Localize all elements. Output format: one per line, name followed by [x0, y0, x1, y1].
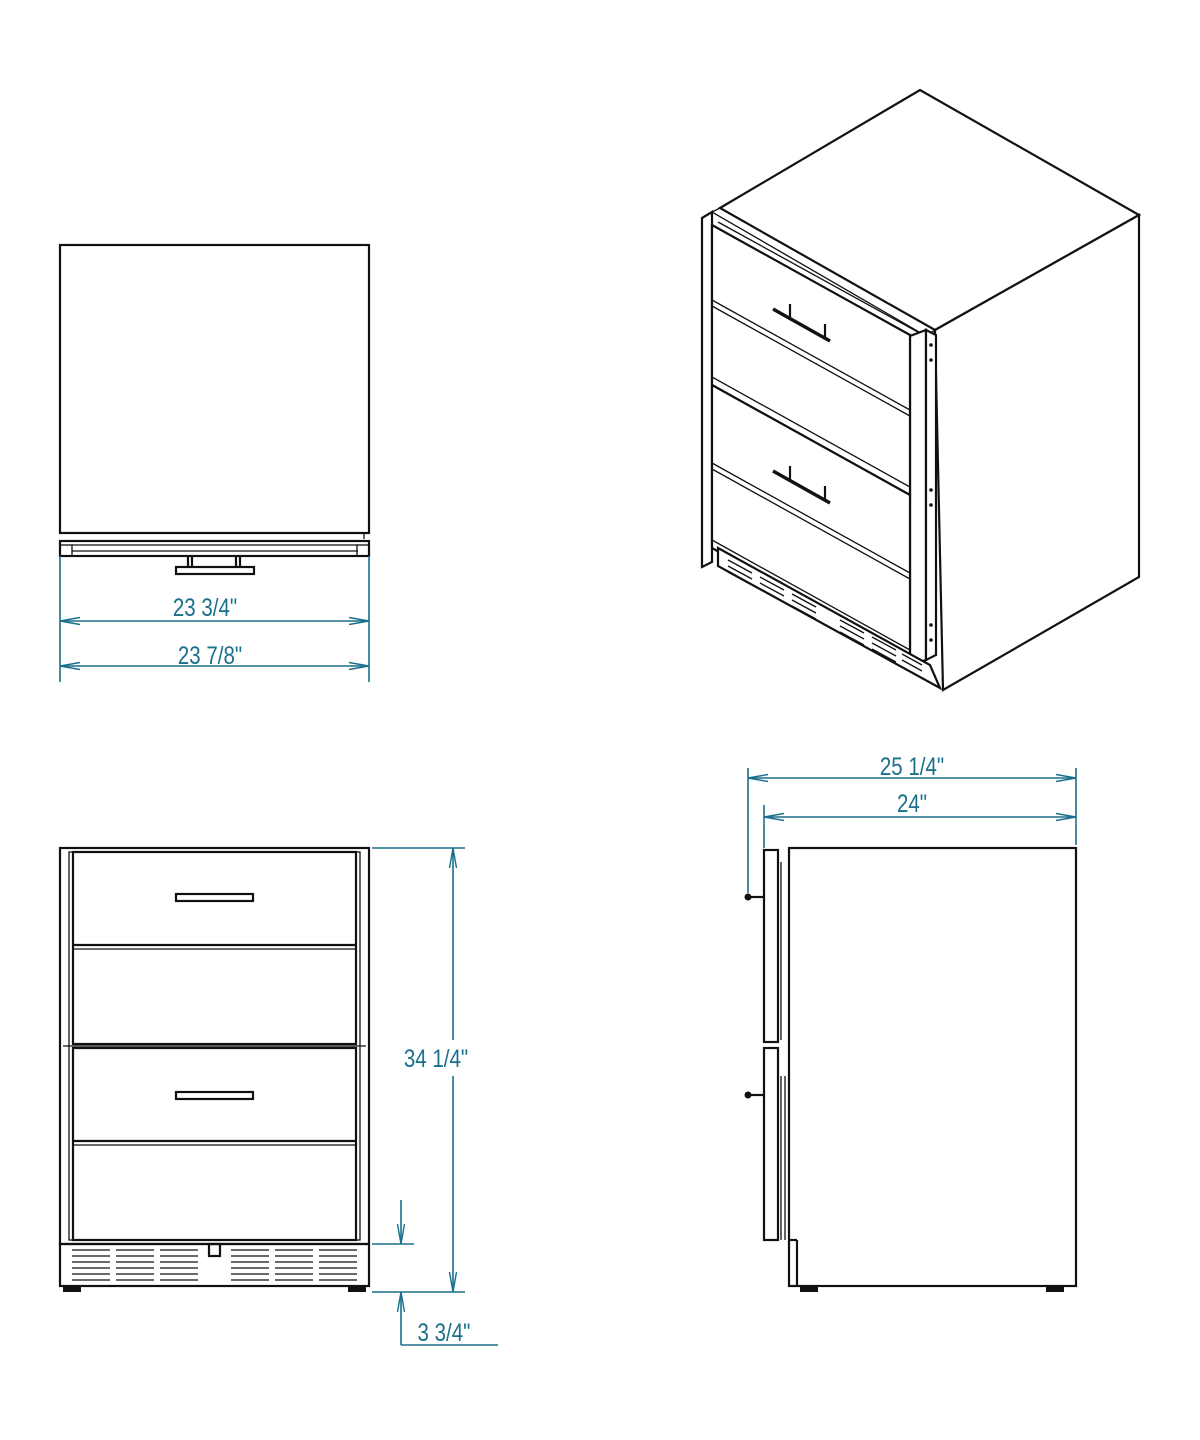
top-view-handle	[174, 556, 256, 576]
front-upper-handle	[174, 892, 255, 903]
top-view: 23 3/4" 23 7/8"	[58, 243, 371, 682]
side-lower-drawer-front	[762, 1046, 780, 1242]
top-view-front-panel	[58, 539, 371, 558]
isometric-view	[700, 88, 1142, 692]
height-label: 34 1/4"	[404, 1044, 468, 1072]
front-grille	[72, 1249, 357, 1281]
width-inner-label: 23 3/4"	[173, 593, 237, 621]
iso-toe-kick	[716, 546, 943, 691]
toe-kick-label: 3 3/4"	[418, 1318, 471, 1346]
side-upper-drawer-front	[762, 848, 780, 1044]
iso-upper-handle	[772, 304, 831, 343]
iso-side-face	[933, 213, 1141, 692]
iso-lower-handle	[772, 466, 831, 505]
iso-left-post	[700, 210, 714, 569]
side-view: 25 1/4" 24"	[744, 752, 1078, 1292]
iso-right-post	[908, 328, 928, 667]
side-view-cabinet	[787, 846, 1078, 1288]
front-upper-drawer	[71, 850, 358, 1046]
front-lower-handle	[174, 1090, 255, 1101]
top-view-cabinet	[58, 243, 371, 535]
front-lower-drawer	[71, 1046, 358, 1242]
depth-overall-label: 25 1/4"	[880, 752, 944, 780]
depth-cabinet-label: 24"	[897, 789, 927, 817]
width-outer-label: 23 7/8"	[178, 641, 242, 669]
iso-vents	[727, 559, 923, 672]
front-view: 34 1/4" 3 3/4"	[58, 846, 498, 1346]
